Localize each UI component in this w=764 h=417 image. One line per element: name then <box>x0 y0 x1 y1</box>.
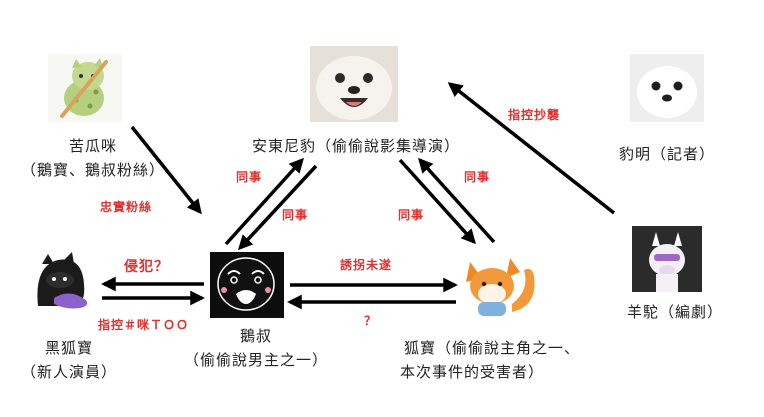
alpaca-name: 羊駝（編劇） <box>610 302 740 322</box>
arrow-colleague-down-left <box>238 164 318 251</box>
black-fox-label: 黑狐寶 <box>44 339 93 357</box>
seal-director-label: 安東尼豹（偷偷說影集導演） <box>251 137 460 155</box>
relation-loyal-fan: 忠實粉絲 <box>100 200 153 214</box>
relation-colleague-left-up: 同事 <box>236 170 263 184</box>
relation-invade: 侵犯？ <box>124 259 169 275</box>
orange-fox-avatar-icon <box>462 252 538 320</box>
relation-accuse-meow: 指控＃咪ＴＯＯ <box>98 318 190 332</box>
goose-uncle-desc: （偷偷說男主之一） <box>183 351 328 369</box>
seal-face-icon <box>310 46 398 122</box>
seal-face-icon <box>630 54 704 122</box>
relation-question: ？ <box>364 314 378 328</box>
arrow-plagiarism <box>447 82 616 215</box>
black-fox-desc: （新人演員） <box>20 363 117 381</box>
relation-accuse-plagiarism: 指控抄襲 <box>508 108 561 122</box>
seal-reporter-name: 豹明（記者） <box>604 144 730 164</box>
fox-name: 狐寶（偷偷說主角之一、 本次事件的受害者） <box>390 338 630 382</box>
green-cat-avatar-icon <box>48 54 122 122</box>
relation-abduct: 誘拐未遂 <box>340 258 393 272</box>
goose-uncle-name: 鵝叔 （偷偷說男主之一） <box>166 326 346 370</box>
goose-uncle-label: 鵝叔 <box>239 327 272 345</box>
relation-colleague-right-up: 同事 <box>464 170 491 184</box>
fox-desc: 本次事件的受害者） <box>400 363 545 381</box>
relation-colleague-left-down: 同事 <box>282 208 309 222</box>
seal-reporter-label: 豹明（記者） <box>618 145 715 163</box>
black-fox-avatar-icon <box>24 250 96 314</box>
black-fox-name: 黑狐寶 （新人演員） <box>4 338 134 382</box>
seal-director-name: 安東尼豹（偷偷說影集導演） <box>226 136 486 156</box>
alpaca-label: 羊駝（編劇） <box>626 303 723 321</box>
relation-colleague-right-down: 同事 <box>398 208 425 222</box>
arrow-fan <box>130 125 202 215</box>
alpaca-avatar-icon <box>632 226 702 292</box>
bitter-melon-name: 苦瓜咪 （鵝寶、鵝叔粉絲） <box>8 136 178 180</box>
bitter-melon-label: 苦瓜咪 <box>68 137 117 155</box>
bitter-melon-desc: （鵝寶、鵝叔粉絲） <box>20 161 165 179</box>
arrow-colleague-up-right <box>418 157 496 244</box>
arrow-colleague-down-right <box>398 158 476 245</box>
goose-uncle-avatar-icon <box>210 252 284 318</box>
fox-label: 狐寶（偷偷說主角之一、 <box>404 339 581 357</box>
arrow-colleague-up-left <box>224 157 304 246</box>
